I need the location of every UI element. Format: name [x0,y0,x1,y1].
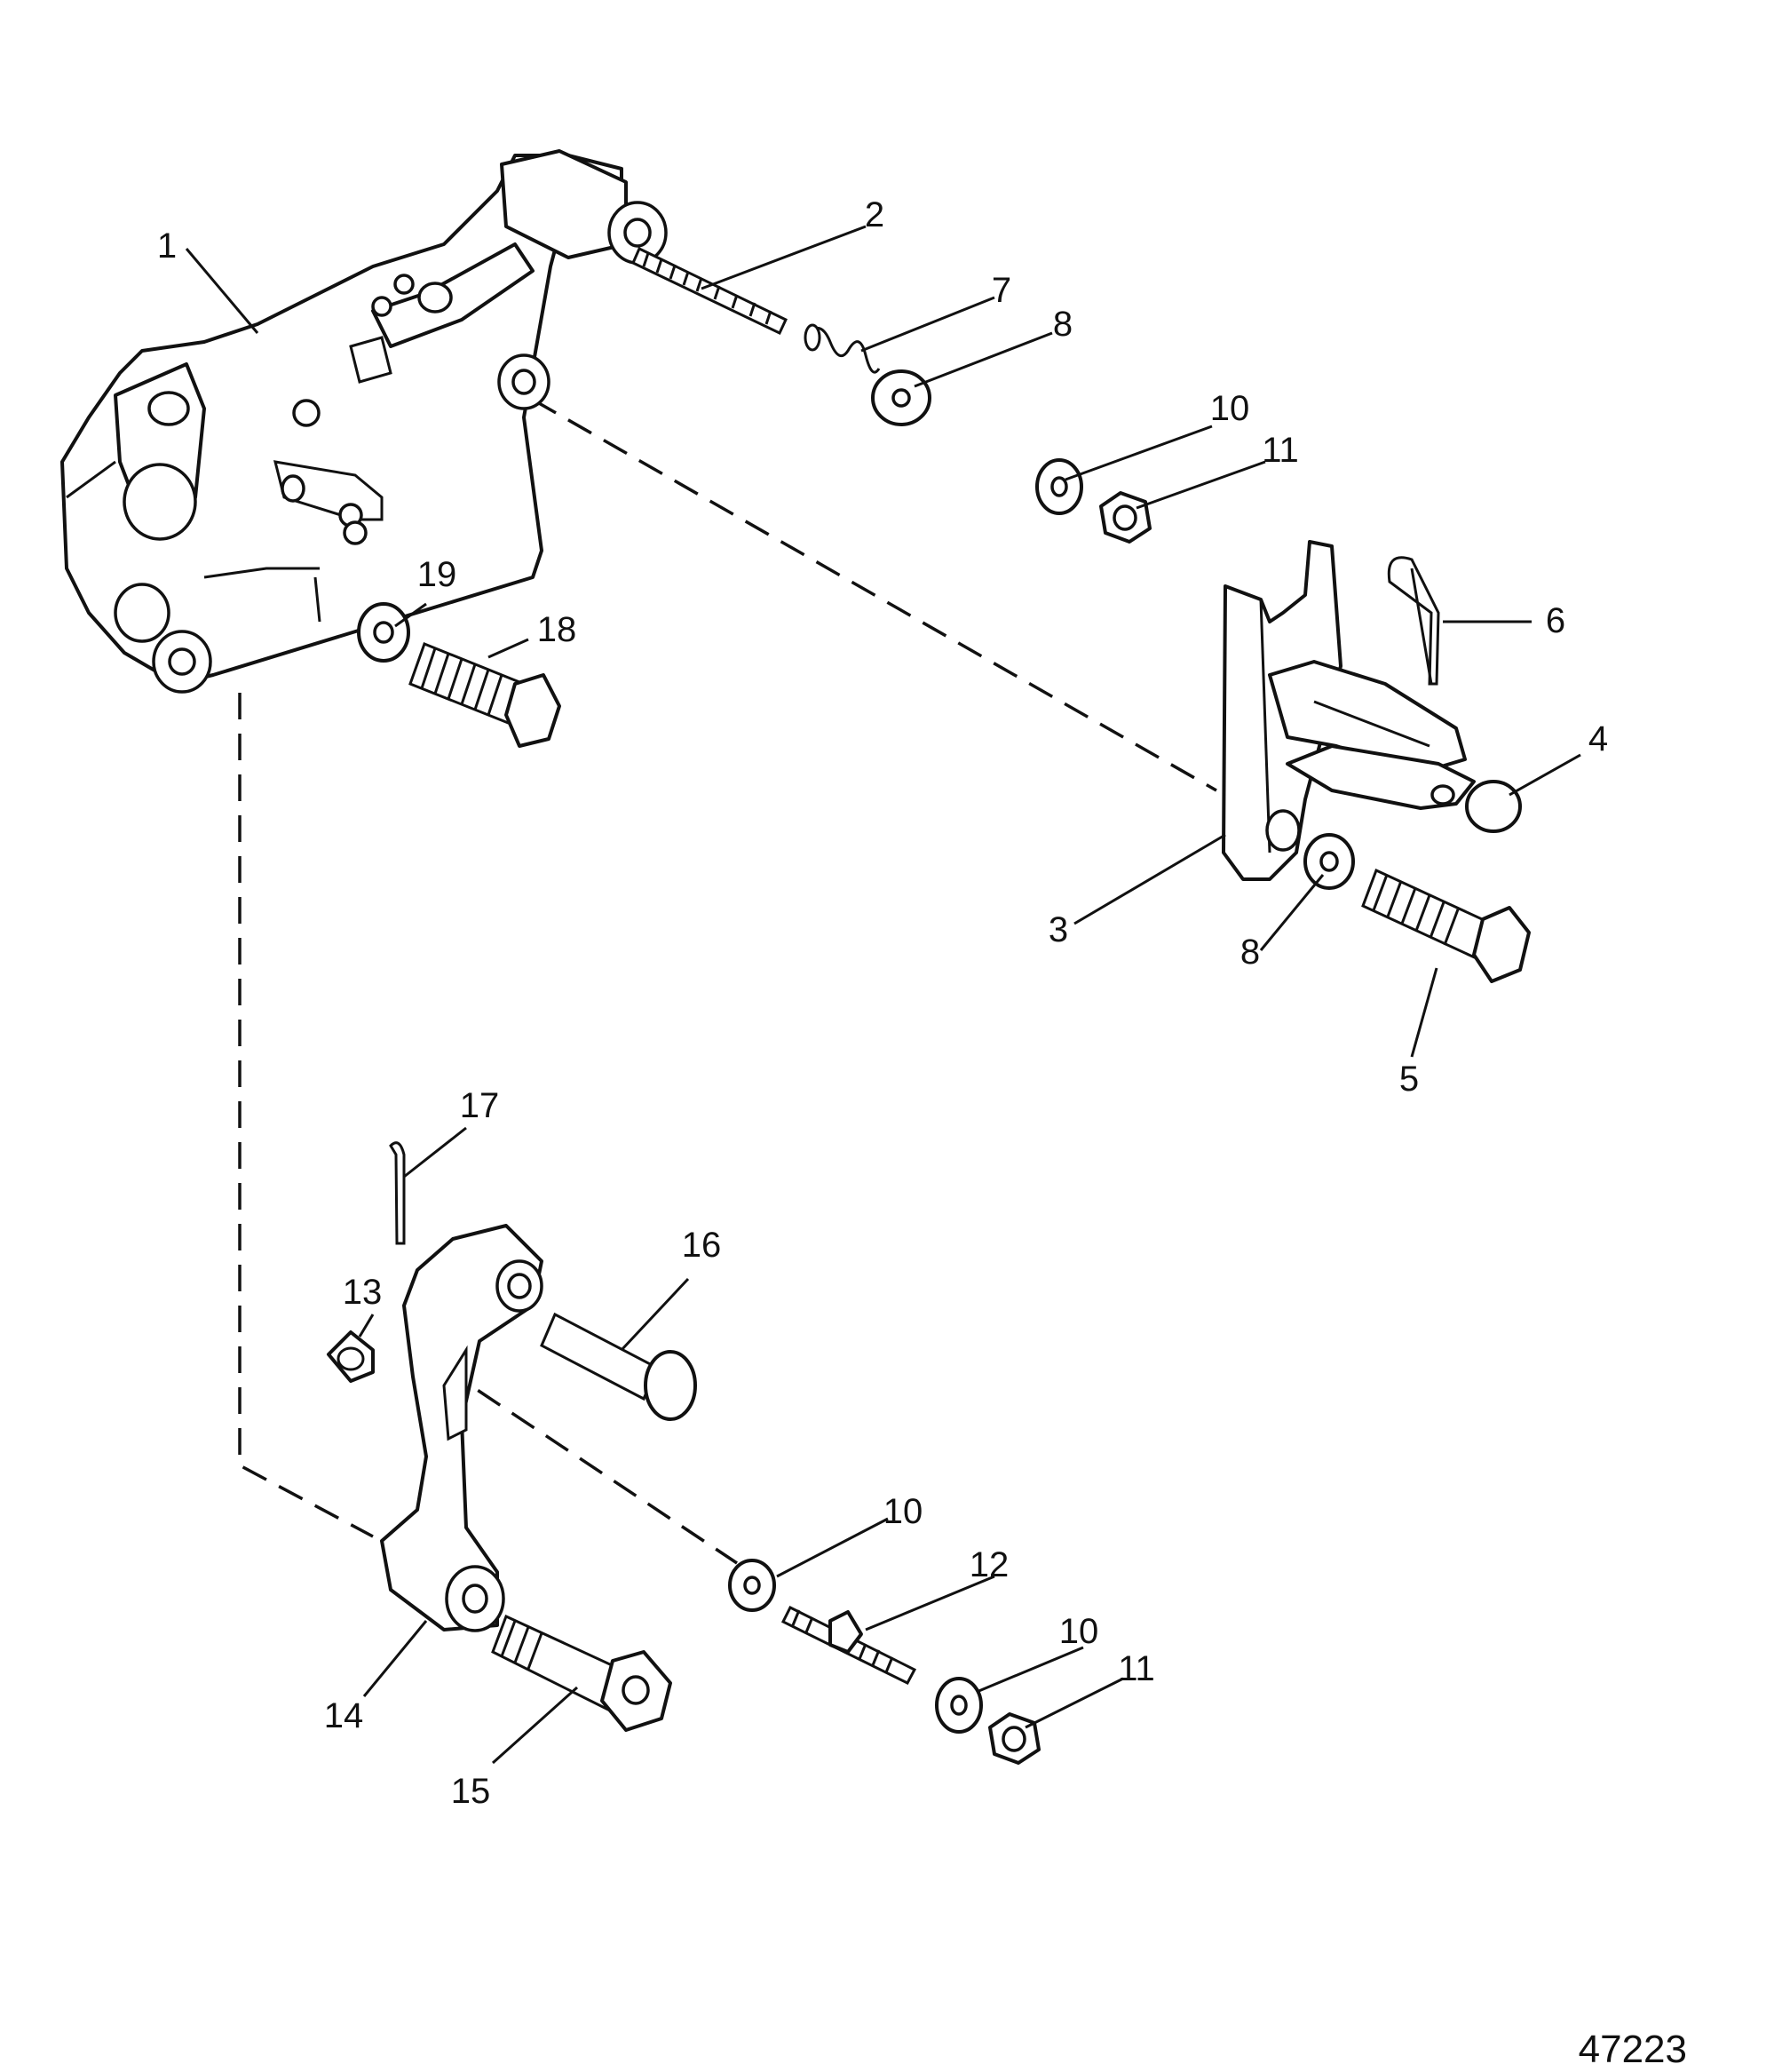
callout-2: 2 [865,195,884,234]
callout-19: 19 [417,555,457,594]
callout-6: 6 [1546,601,1565,640]
part-13-clip [327,1330,375,1383]
callout-3: 3 [1049,910,1068,949]
part-12-stud [780,1605,917,1685]
part-11-nut-lower [988,1712,1041,1765]
assembly-dashed-lines [150,398,1217,1565]
part-5-bolt [1361,868,1531,983]
callout-5: 5 [1399,1060,1419,1099]
part-1-mounting-bracket [60,149,668,694]
part-8-washer-lower [1303,833,1355,890]
part-17-cotter-pin [389,1141,406,1245]
callout-11-lower: 11 [1118,1649,1155,1688]
callout-10-lower: 10 [1059,1612,1099,1651]
part-4-cap [1465,780,1522,833]
callout-labels: 1 2 3 4 5 6 7 8 8 10 10 10 11 11 12 13 1… [157,195,1608,1811]
callout-10-upper: 10 [1210,389,1250,428]
callout-8-upper: 8 [1053,305,1073,344]
part-18-bolt [408,642,561,748]
callout-4: 4 [1588,719,1608,758]
callout-8-lower: 8 [1240,933,1260,972]
leader-lines [185,225,1581,1765]
part-19-washer [357,602,410,663]
callout-13: 13 [343,1273,383,1312]
part-11-nut-upper [1099,491,1152,544]
callout-1: 1 [157,226,177,266]
callout-17: 17 [460,1086,500,1125]
part-8-washer-upper [871,369,931,426]
callout-12: 12 [970,1545,1010,1584]
part-14-link [380,1224,543,1632]
part-15-shoulder-bolt [491,1614,672,1732]
callout-7: 7 [992,271,1011,310]
callout-11-upper: 11 [1262,431,1299,470]
callout-14: 14 [324,1696,364,1735]
part-3-lever-bracket [1222,540,1476,881]
callout-18: 18 [537,610,577,649]
part-7-spring [804,323,881,374]
callout-10-middle: 10 [883,1492,923,1531]
callout-15: 15 [451,1772,491,1811]
part-16-pin [540,1312,697,1421]
part-10-washer-lower [935,1677,983,1734]
figure-number: 47223 [1579,2028,1687,2071]
part-10-washer-middle [728,1559,776,1612]
part-10-washer-upper [1035,458,1083,515]
callout-16: 16 [682,1226,722,1265]
part-2-stud [631,246,788,336]
part-6-cotter-pin [1387,556,1440,686]
